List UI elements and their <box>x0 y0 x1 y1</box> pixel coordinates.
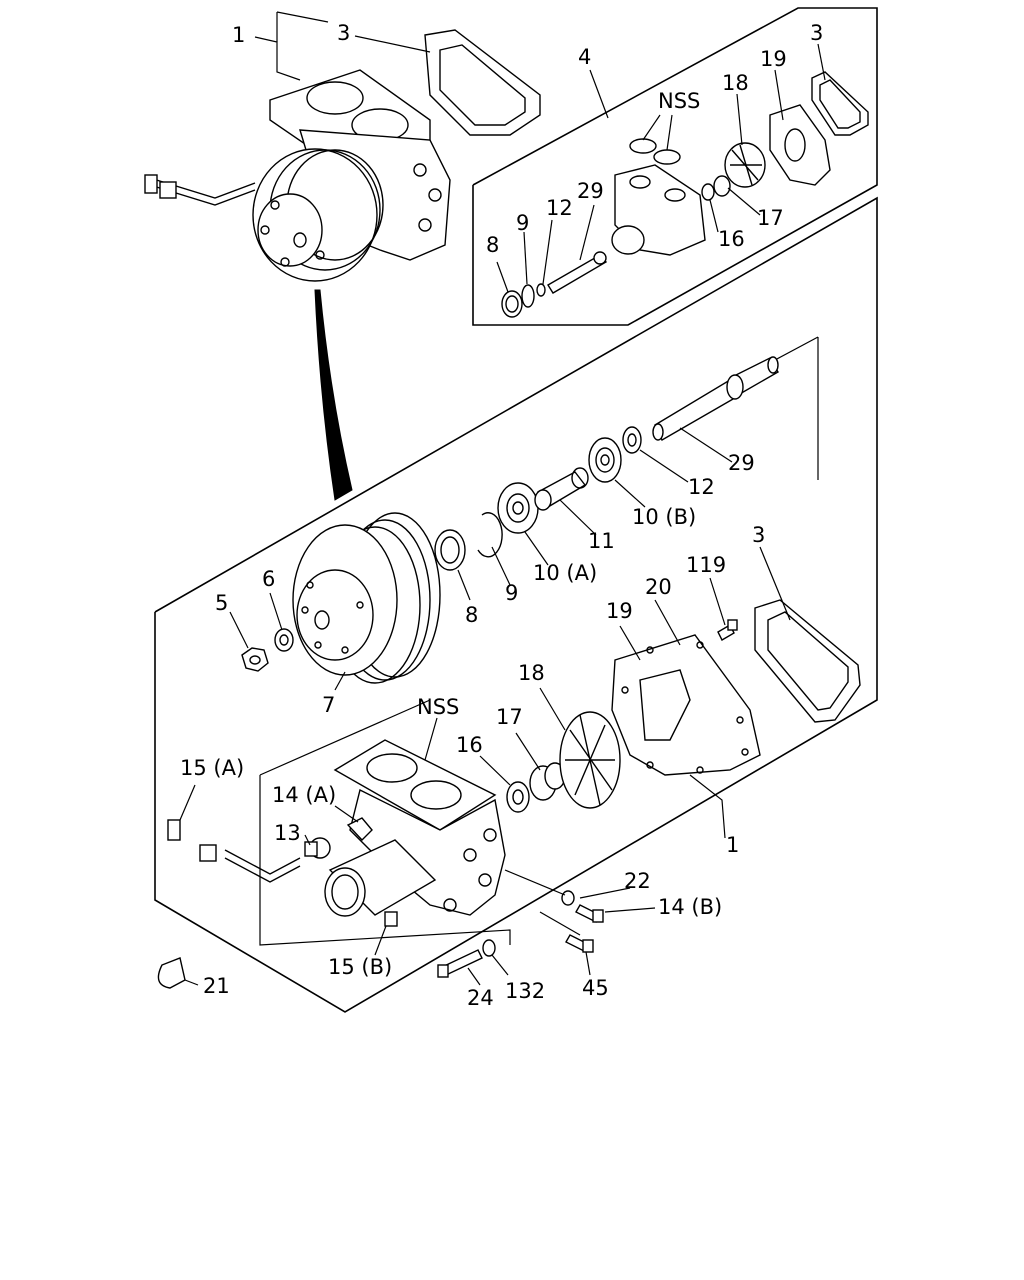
inset-frame <box>472 7 878 326</box>
label-17-inset: 17 <box>757 206 784 230</box>
assembled-pump-drawing <box>144 69 451 282</box>
label-nss: NSS <box>417 695 459 719</box>
label-119: 119 <box>686 553 726 577</box>
label-11: 11 <box>588 529 615 553</box>
inset-o-rings <box>629 138 681 165</box>
bolt-119-drawing <box>717 619 738 641</box>
gasket-3-drawing <box>754 599 861 723</box>
clip-21-drawing <box>157 957 186 989</box>
label-5: 5 <box>215 591 228 615</box>
washer-12-drawing <box>622 426 642 454</box>
label-1-top: 1 <box>232 23 245 47</box>
inset-shaft <box>547 251 608 294</box>
leader-lines <box>179 11 826 986</box>
main-frame <box>154 196 878 1013</box>
label-9-inset: 9 <box>516 211 529 235</box>
label-132: 132 <box>505 979 545 1003</box>
housing-group-frame <box>259 699 511 946</box>
bolt-24-drawing <box>437 949 483 978</box>
label-3-top: 3 <box>337 21 350 45</box>
bolt-45-drawing <box>565 934 594 953</box>
label-17: 17 <box>496 705 523 729</box>
pulley-drawing <box>292 512 441 684</box>
label-8: 8 <box>465 603 478 627</box>
washer-22-drawing <box>561 890 575 906</box>
label-20: 20 <box>645 575 672 599</box>
label-7: 7 <box>322 693 335 717</box>
washer-132-drawing <box>482 939 496 957</box>
fitting-13-drawing <box>304 837 331 859</box>
inset-seal-ring <box>501 290 523 318</box>
label-29-inset: 29 <box>577 179 604 203</box>
shaft-drawing <box>652 356 779 441</box>
inset-housing-drawing <box>611 164 706 256</box>
label-29: 29 <box>728 451 755 475</box>
label-12: 12 <box>688 475 715 499</box>
washer-6-drawing <box>274 628 294 652</box>
label-10b: 10 (B) <box>632 505 696 529</box>
nut-drawing <box>241 647 269 672</box>
elbow-14a-drawing <box>346 817 373 842</box>
inset-impeller <box>724 142 766 188</box>
bearing-16-drawing <box>506 781 530 813</box>
impeller-drawing <box>559 711 621 809</box>
label-24: 24 <box>467 986 494 1010</box>
label-12-inset: 12 <box>546 196 573 220</box>
inset-gasket-top <box>424 29 541 136</box>
label-6: 6 <box>262 567 275 591</box>
drain-15b-drawing <box>384 911 398 927</box>
bearing-b-drawing <box>588 437 622 483</box>
label-8-inset: 8 <box>486 233 499 257</box>
label-18: 18 <box>518 661 545 685</box>
label-19: 19 <box>606 599 633 623</box>
inset-seal <box>701 175 731 201</box>
label-15b: 15 (B) <box>328 955 392 979</box>
label-9: 9 <box>505 581 518 605</box>
pump-housing-drawing <box>324 739 506 917</box>
callout-arrow <box>314 289 353 501</box>
back-plate-drawing <box>611 634 761 776</box>
oil-seal-drawing <box>434 529 466 571</box>
label-45: 45 <box>582 976 609 1000</box>
label-15a: 15 (A) <box>180 756 244 780</box>
bolt-14b-drawing <box>575 904 604 923</box>
bearing-a-drawing <box>497 482 539 534</box>
label-14b: 14 (B) <box>658 895 722 919</box>
inset-washer <box>536 283 546 297</box>
label-16-inset: 16 <box>718 227 745 251</box>
label-19-inset: 19 <box>760 47 787 71</box>
label-21: 21 <box>203 974 230 998</box>
snap-ring-drawing <box>477 512 503 558</box>
inset-gasket-right <box>811 71 869 136</box>
label-13: 13 <box>274 821 301 845</box>
label-10a: 10 (A) <box>533 561 597 585</box>
label-nss-inset: NSS <box>658 89 700 113</box>
label-14a: 14 (A) <box>272 783 336 807</box>
label-4: 4 <box>578 45 591 69</box>
inset-snap-ring <box>521 284 535 308</box>
pipe-drawing <box>167 819 301 883</box>
label-1: 1 <box>726 833 739 857</box>
spacer-drawing <box>534 467 589 511</box>
label-16: 16 <box>456 733 483 757</box>
label-22: 22 <box>624 869 651 893</box>
label-3: 3 <box>752 523 765 547</box>
label-18-inset: 18 <box>722 71 749 95</box>
inset-back-plate <box>769 104 831 186</box>
label-3-inset: 3 <box>810 21 823 45</box>
